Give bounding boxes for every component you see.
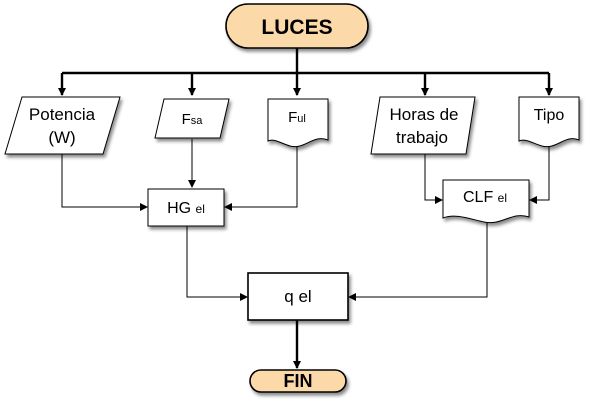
- fsa-subscript: sa: [191, 115, 204, 127]
- tipo-label: Tipo: [534, 107, 565, 124]
- horas-label-line2: trabajo: [396, 128, 448, 147]
- ful-document: Ful: [267, 98, 329, 148]
- clf-document: CLF el: [442, 179, 530, 224]
- ful-label: Ful: [288, 109, 306, 126]
- hg-label: HG el: [167, 200, 205, 217]
- horas-shape: [370, 96, 476, 155]
- fsa-main-text: F: [182, 111, 191, 128]
- clf-main-text: CLF: [463, 189, 498, 206]
- ful-shape: [267, 98, 329, 148]
- clf-subscript: el: [498, 191, 507, 205]
- ful-main-text: F: [288, 109, 297, 126]
- start-label: LUCES: [261, 16, 332, 39]
- end-terminal: FIN: [249, 369, 347, 393]
- clf-shape: [442, 179, 530, 224]
- clf-label: CLF el: [463, 189, 507, 206]
- horas-input: Horas de trabajo: [370, 96, 476, 155]
- start-terminal: LUCES: [225, 3, 369, 49]
- horas-to-clf-line: [424, 154, 443, 204]
- potencia-shape: [4, 96, 121, 155]
- potencia-input: Potencia (W): [4, 96, 121, 155]
- top-connectors: [58, 48, 553, 96]
- end-terminal-shape: [249, 369, 347, 393]
- hg-to-q-line: [186, 226, 248, 301]
- hg-subscript: el: [196, 202, 205, 216]
- q-label: q el: [284, 287, 311, 306]
- hg-shape: [147, 188, 225, 227]
- hg-process: HG el: [147, 188, 225, 227]
- tipo-document: Tipo: [518, 96, 580, 148]
- hg-main-text: HG: [167, 200, 195, 217]
- potencia-to-hg-line: [61, 154, 148, 211]
- ful-subscript: ul: [297, 113, 306, 125]
- horas-label-line1: Horas de: [390, 105, 459, 124]
- q-process: q el: [247, 272, 349, 321]
- q-shape: [247, 272, 349, 321]
- tipo-to-clf-line: [529, 146, 550, 204]
- fsa-input: Fsa: [154, 98, 230, 139]
- potencia-label-line1: Potencia: [29, 105, 96, 124]
- potencia-label-line2: (W): [48, 128, 75, 147]
- end-label: FIN: [284, 371, 313, 391]
- lower-connectors: [61, 139, 550, 301]
- clf-to-q-line: [348, 217, 488, 301]
- tipo-shape: [518, 96, 580, 148]
- fsa-shape: [154, 98, 230, 139]
- start-terminal-shape: [225, 3, 369, 49]
- fsa-label: Fsa: [182, 111, 204, 128]
- ful-to-hg-line: [224, 146, 298, 211]
